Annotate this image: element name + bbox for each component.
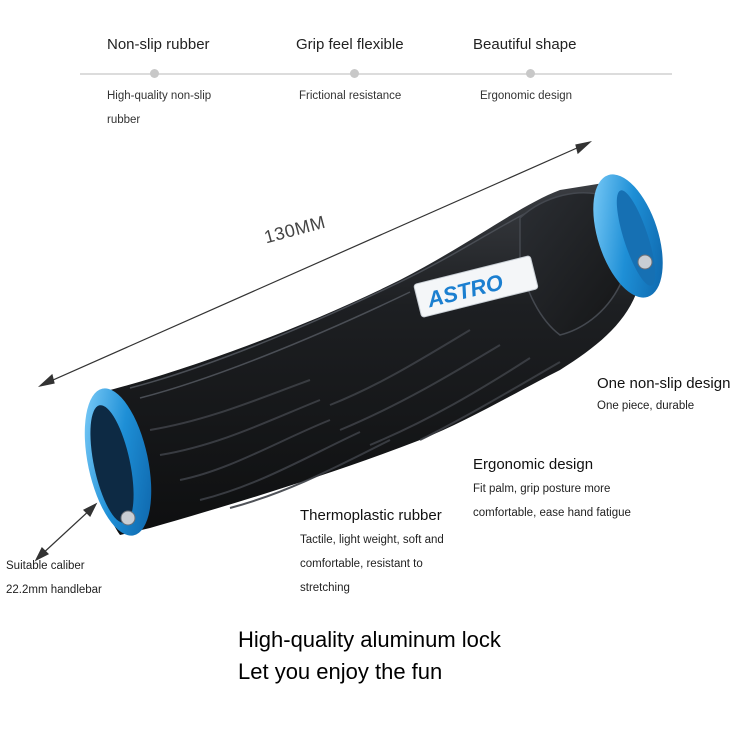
feature-desc-line: Frictional resistance <box>299 90 402 102</box>
callout-title: One non-slip design <box>597 375 731 392</box>
callout-desc-line: stretching <box>300 582 350 594</box>
slogan: High-quality aluminum lock Let you enjoy… <box>238 624 501 688</box>
feature-desc: High-quality non-slip rubber <box>107 84 211 132</box>
feature-desc-line: High-quality non-slip <box>107 90 212 102</box>
feature-timeline-line <box>80 73 672 75</box>
feature-title: Non-slip rubber <box>107 36 210 53</box>
feature-title: Grip feel flexible <box>296 36 404 53</box>
slogan-line: High-quality aluminum lock <box>238 627 501 652</box>
feature-desc-line: Ergonomic design <box>480 90 573 102</box>
slogan-line: Let you enjoy the fun <box>238 659 443 684</box>
callout-desc-line: One piece, durable <box>597 400 695 412</box>
feature-desc-line: rubber <box>107 114 141 126</box>
callout-desc-line: comfortable, resistant to <box>300 558 423 570</box>
feature-shape: Beautiful shape <box>473 36 576 53</box>
callout-thermoplastic: Thermoplastic rubber Tactile, light weig… <box>300 507 444 600</box>
feature-desc: Frictional resistance <box>299 84 401 108</box>
dimension-arrow <box>37 140 593 388</box>
right-lock-ring <box>593 174 663 298</box>
feature-non-slip: Non-slip rubber <box>107 36 210 53</box>
timeline-dot <box>150 69 159 78</box>
left-lock-ring <box>84 388 152 536</box>
callout-caliber: Suitable caliber 22.2mm handlebar <box>6 554 102 602</box>
callout-title: Ergonomic design <box>473 456 594 473</box>
callout-non-slip: One non-slip design One piece, durable <box>597 375 730 418</box>
callout-desc-line: 22.2mm handlebar <box>6 584 102 596</box>
callout-title: Thermoplastic rubber <box>300 507 442 524</box>
callout-desc-line: comfortable, ease hand fatigue <box>473 507 631 519</box>
timeline-dot <box>350 69 359 78</box>
caliber-arrow <box>34 502 98 562</box>
callout-ergonomic: Ergonomic design Fit palm, grip posture … <box>473 456 631 525</box>
feature-grip: Grip feel flexible <box>296 36 404 53</box>
timeline-dot <box>526 69 535 78</box>
feature-title: Beautiful shape <box>473 36 577 53</box>
callout-desc-line: Fit palm, grip posture more <box>473 483 611 495</box>
callout-desc-line: Tactile, light weight, soft and <box>300 534 444 546</box>
feature-desc: Ergonomic design <box>480 84 572 108</box>
callout-desc-line: Suitable caliber <box>6 560 85 572</box>
